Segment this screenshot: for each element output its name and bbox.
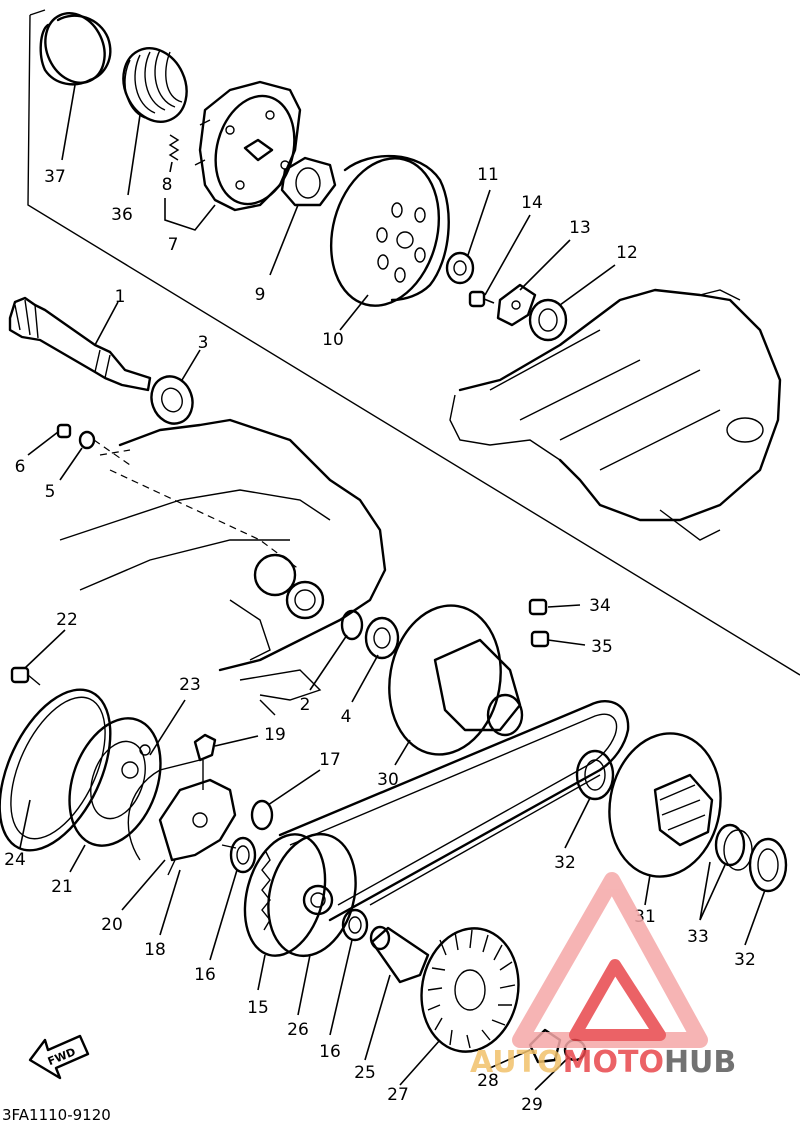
callout-3: 3 — [198, 333, 209, 353]
part-5-washer — [78, 430, 131, 466]
part-37-clutch-housing — [39, 12, 112, 86]
callout-19: 19 — [264, 725, 286, 745]
part-31-clutch-plate — [608, 732, 722, 878]
callout-30: 30 — [377, 770, 399, 790]
part-13-lock-washer — [496, 283, 537, 327]
part-12-bearing — [528, 298, 568, 342]
part-4-oil-seal — [364, 616, 400, 660]
callout-6: 6 — [15, 457, 26, 477]
watermark-logo: AUTOMOTOHUB — [470, 872, 736, 1080]
part-30-secondary-sheave — [388, 604, 524, 756]
callout-labels: 37 36 8 7 9 10 11 14 13 12 1 3 6 5 22 23… — [4, 165, 756, 1115]
callout-2: 2 — [300, 695, 311, 715]
callout-15: 15 — [247, 998, 269, 1018]
callout-1: 1 — [115, 287, 126, 307]
part-9-nut — [280, 156, 337, 207]
part-35-collar — [530, 630, 550, 648]
part-3-bearing — [150, 375, 194, 425]
part-20-guide — [127, 759, 201, 861]
callout-26: 26 — [287, 1020, 309, 1040]
v-belt — [278, 700, 630, 922]
part-21-cover-plate — [68, 717, 162, 847]
part-17-cap — [250, 799, 274, 831]
catalog-code: 3FA1110-9120 — [2, 1106, 111, 1124]
crankcase-left — [59, 418, 387, 716]
part-26-weight-set — [267, 832, 357, 958]
callout-11: 11 — [477, 165, 499, 185]
watermark-hub: HUB — [664, 1045, 736, 1080]
part-6-bolt — [56, 423, 72, 439]
callout-21: 21 — [51, 877, 73, 897]
callout-20: 20 — [101, 915, 123, 935]
callout-13: 13 — [569, 218, 591, 238]
callout-33: 33 — [687, 927, 709, 947]
part-7-clutch-carrier — [194, 80, 302, 212]
svg-text:AUTOMOTOHUB: AUTOMOTOHUB — [470, 1045, 736, 1080]
watermark-triangle-outer — [512, 872, 708, 1048]
callout-9: 9 — [255, 285, 266, 305]
part-25-collar — [369, 925, 430, 984]
callout-37: 37 — [44, 167, 66, 187]
part-32-seal-right — [748, 837, 788, 893]
part-34-bolt — [528, 598, 548, 616]
watermark-auto: AUTO — [470, 1045, 563, 1080]
callout-27: 27 — [387, 1085, 409, 1105]
callout-12: 12 — [616, 243, 638, 263]
callout-24: 24 — [4, 850, 26, 870]
callout-8: 8 — [162, 175, 173, 195]
part-33-washers — [714, 823, 753, 871]
callout-28: 28 — [477, 1071, 499, 1091]
callout-22: 22 — [56, 610, 78, 630]
part-19-clip — [193, 733, 217, 790]
part-14-bolt — [468, 290, 495, 308]
callout-25: 25 — [354, 1063, 376, 1083]
part-8-small-spring — [168, 134, 180, 161]
callout-35: 35 — [591, 637, 613, 657]
fwd-arrow: FWD — [28, 1034, 90, 1080]
part-22-bolt — [10, 666, 41, 686]
frame-lines — [27, 9, 800, 676]
crankcase-cover — [449, 288, 782, 541]
callout-32-left: 32 — [554, 853, 576, 873]
callout-10: 10 — [322, 330, 344, 350]
part-36-clutch-spring — [122, 47, 188, 123]
part-18-cam — [158, 778, 237, 876]
leader-lines — [19, 84, 766, 1091]
callout-36: 36 — [111, 205, 133, 225]
callout-16-left: 16 — [194, 965, 216, 985]
watermark-triangle-inner — [569, 959, 666, 1041]
callout-34: 34 — [589, 596, 611, 616]
callout-4: 4 — [341, 707, 352, 727]
callout-16-right: 16 — [319, 1042, 341, 1062]
callout-5: 5 — [45, 482, 56, 502]
callout-7: 7 — [168, 235, 179, 255]
callout-18: 18 — [144, 940, 166, 960]
part-15-primary-sheave — [243, 833, 327, 957]
callout-23: 23 — [179, 675, 201, 695]
callout-29: 29 — [521, 1095, 543, 1115]
watermark-moto: MOTO — [563, 1045, 664, 1080]
part-10-clutch-drum — [329, 154, 450, 307]
part-16-bearing-right — [341, 908, 369, 942]
callout-17: 17 — [319, 750, 341, 770]
callout-32-right: 32 — [734, 950, 756, 970]
part-2-circlip — [340, 609, 364, 641]
part-32-seal-left — [575, 749, 615, 801]
part-16-bearing-left — [229, 836, 257, 874]
callout-14: 14 — [521, 193, 543, 213]
part-1-drive-shaft — [8, 296, 152, 392]
part-11-nut — [445, 251, 475, 285]
part-24-gasket — [0, 688, 112, 852]
part-27-fan — [420, 927, 520, 1053]
